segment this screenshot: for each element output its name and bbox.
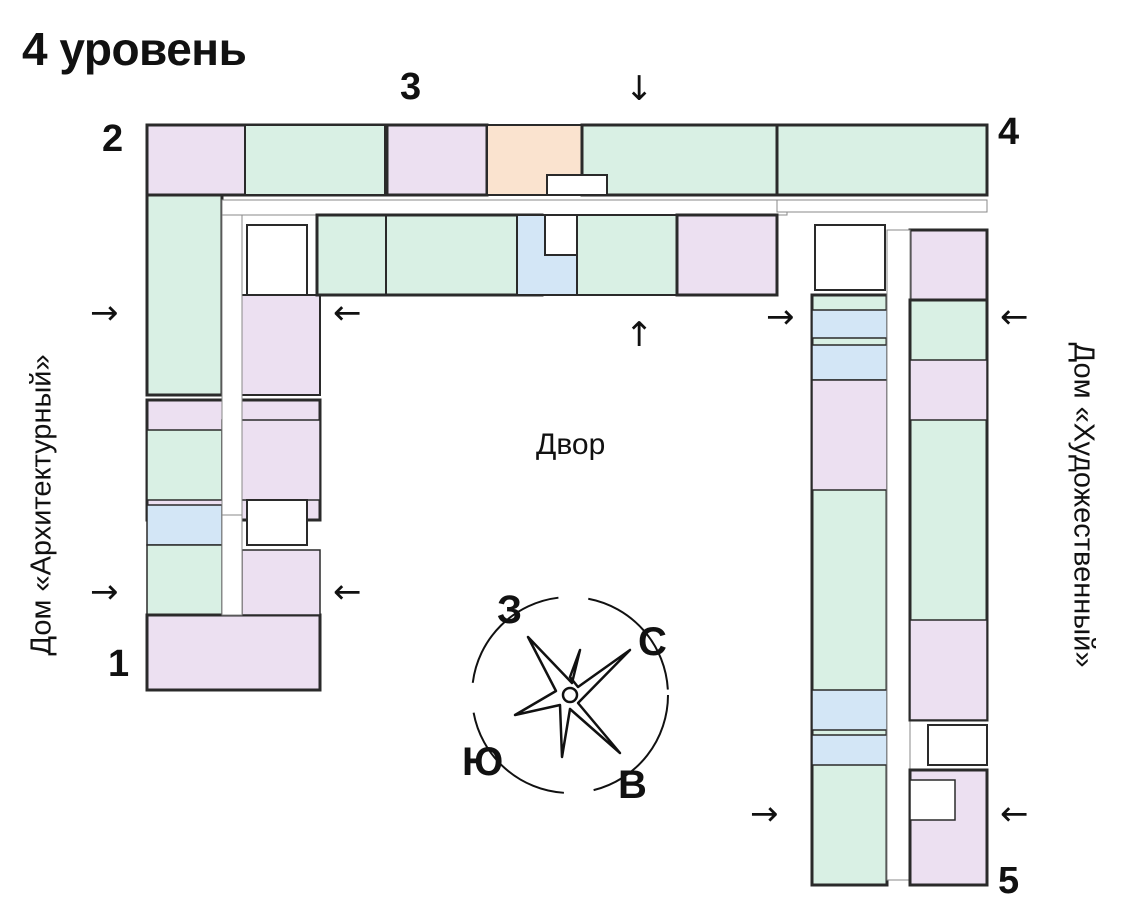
compass-east-label: В: [618, 763, 647, 807]
yard-label: Двор: [536, 428, 606, 461]
building-right: [775, 123, 989, 887]
section-number-4: 4: [998, 111, 1020, 153]
compass-rose-icon: [471, 596, 669, 794]
entrance-arrow-icon: ←: [333, 572, 362, 612]
entrance-arrow-icon: →: [750, 794, 779, 834]
compass-north-label: С: [638, 620, 667, 664]
section-number-3: 3: [400, 66, 422, 108]
house-left-label: Дом «Архитектурный»: [25, 354, 58, 656]
entrance-arrow-icon: →: [766, 297, 795, 337]
entrance-arrow-icon: ↑: [625, 315, 654, 355]
entrance-arrow-icon: ↓: [625, 69, 654, 109]
section-number-2: 2: [102, 118, 124, 160]
entrance-arrow-icon: →: [90, 572, 119, 612]
page-title: 4 уровень: [22, 23, 247, 75]
house-right-label: Дом «Художественный»: [1067, 342, 1100, 668]
compass-south-label: Ю: [462, 740, 504, 784]
entrance-arrow-icon: ←: [1000, 794, 1029, 834]
entrance-arrow-icon: ←: [333, 293, 362, 333]
section-number-1: 1: [108, 643, 130, 685]
entrance-arrow-icon: ←: [1000, 297, 1029, 337]
building-left: [145, 123, 389, 692]
entrance-arrow-icon: →: [90, 293, 119, 333]
section-number-5: 5: [998, 860, 1020, 902]
compass-west-label: З: [497, 588, 523, 632]
